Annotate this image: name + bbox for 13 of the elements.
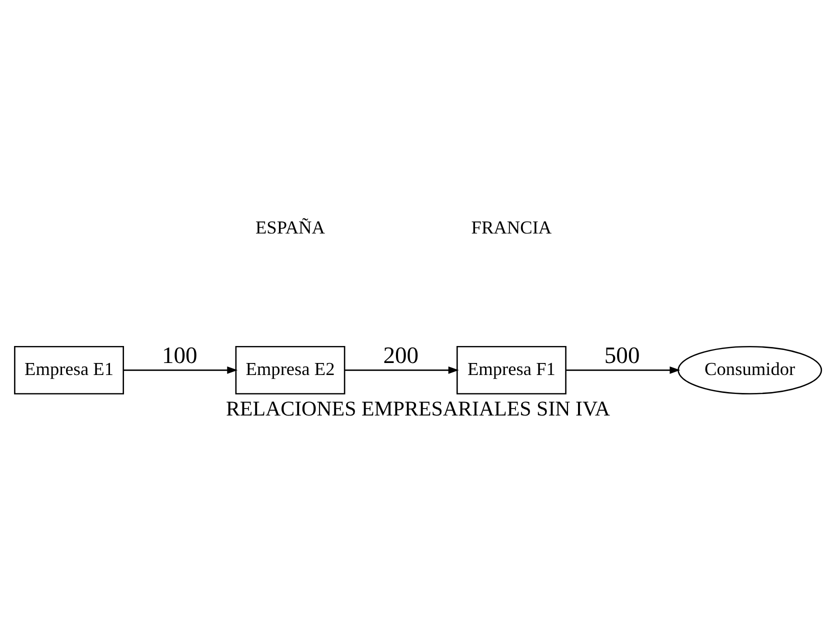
node-box: Empresa E1 (14, 345, 124, 394)
arrow (344, 366, 458, 374)
edge-label: 200 (382, 342, 418, 368)
label: FRANCIA (470, 217, 552, 238)
edge-label: 500 (604, 342, 640, 368)
node-ellipse: Consumidor (677, 345, 822, 394)
node-box: Empresa F1 (456, 345, 566, 394)
edge-label: 100 (161, 342, 197, 368)
caption: RELACIONES EMPRESARIALES SIN IVA (225, 396, 610, 420)
arrow (123, 366, 238, 374)
node-box: Empresa E2 (234, 345, 345, 394)
label: ESPAÑA (254, 217, 325, 238)
arrow (566, 366, 680, 374)
